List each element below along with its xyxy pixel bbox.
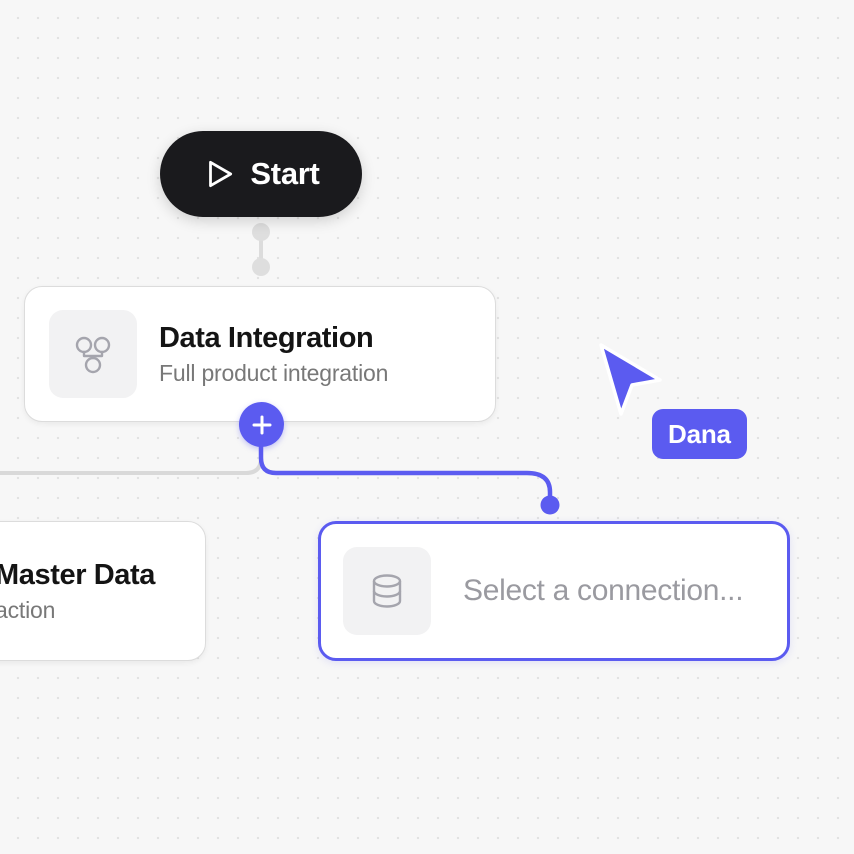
node-select-connection[interactable]: Select a connection... [318, 521, 790, 661]
node-title: Data Integration [159, 321, 374, 354]
hierarchy-icon [75, 336, 111, 374]
edge-start-to-data-integration [252, 223, 270, 276]
database-icon [372, 574, 402, 608]
play-triangle-icon [209, 160, 233, 188]
edge-add-to-master-data [0, 435, 263, 475]
connection-placeholder[interactable]: Select a connection... [463, 574, 744, 607]
edge-endpoint-dot [540, 495, 560, 515]
cursor-arrow-icon [599, 343, 662, 416]
node-subtitle: Full product integration [159, 359, 389, 386]
start-node[interactable]: Start [160, 131, 362, 217]
add-node-button[interactable] [239, 402, 284, 447]
node-data-integration[interactable]: Data Integration Full product integratio… [24, 286, 496, 422]
node-subtitle: action [0, 596, 56, 623]
edge-add-to-select-connection [258, 434, 553, 506]
node-text-block: Data Integration Full product integratio… [159, 322, 388, 387]
start-node-label: Start [250, 156, 320, 191]
node-title: Master Data [0, 558, 155, 591]
node-text-block: Master Data action [0, 559, 155, 624]
node-master-data[interactable]: Master Data action [0, 521, 206, 661]
node-icon-container [343, 547, 431, 635]
cursor-name-label: Dana [652, 409, 747, 459]
node-icon-container [49, 310, 137, 398]
plus-icon [252, 415, 271, 434]
